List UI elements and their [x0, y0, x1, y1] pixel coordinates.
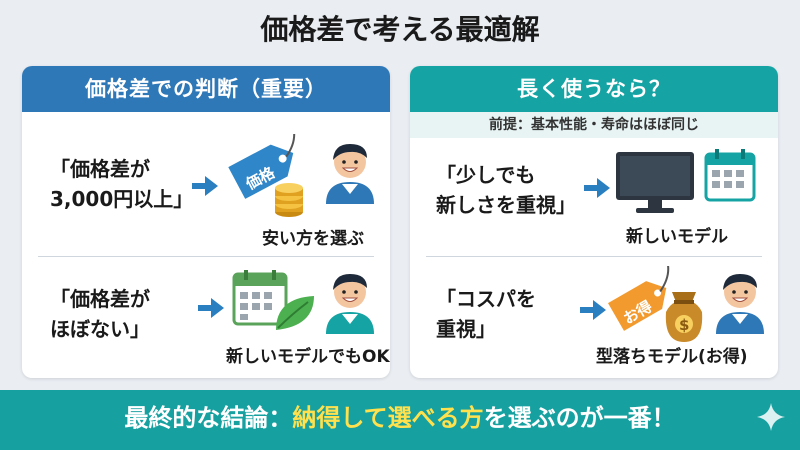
sparkle-icon: [757, 403, 785, 431]
quote-line: 新しさを重視」: [436, 193, 576, 217]
calendar-leaf-icon: [232, 270, 314, 330]
divider: [426, 256, 762, 257]
case-newness: 「少しでも 新しさを重視」 新しいモデル: [410, 138, 778, 250]
long-use-heading: 長く使うなら？: [410, 66, 778, 112]
quote-line: 「コスパを: [436, 287, 536, 311]
case-big-diff: 「価格差が 3,000円以上」 価格: [22, 112, 390, 250]
quote-line: 「価格差が: [50, 157, 150, 181]
quote-cost-performance: 「コスパを 重視」: [436, 284, 536, 344]
divider: [38, 256, 374, 257]
dollar-symbol: $: [679, 316, 689, 334]
quote-line: 「価格差が: [50, 287, 150, 311]
quote-big-diff: 「価格差が 3,000円以上」: [50, 154, 193, 214]
person-avatar-icon: [326, 144, 374, 204]
quote-no-diff: 「価格差が ほぼない」: [50, 284, 150, 344]
deal-tag-money-bag-icon: お得 $: [608, 266, 703, 342]
quote-newness: 「少しでも 新しさを重視」: [436, 160, 576, 220]
quote-line: 重視」: [436, 317, 496, 341]
conclusion-bar: 最終的な結論：納得して選べる方を選ぶのが一番！: [0, 390, 800, 450]
premise-note: 前提：基本性能・寿命はほぼ同じ: [410, 112, 778, 138]
case-no-diff: 「価格差が ほぼない」: [22, 258, 390, 378]
caption-choose-cheaper: 安い方を選ぶ: [262, 229, 364, 249]
arrow-right-icon: [580, 300, 606, 320]
caption-older-model-deal: 型落ちモデル(お得): [596, 347, 748, 367]
case-cost-performance: 「コスパを 重視」 お得 $: [410, 258, 778, 378]
price-diff-heading: 価格差での判断（重要）: [22, 66, 390, 112]
caption-new-model: 新しいモデル: [626, 227, 728, 247]
price-tag-coins-icon: 価格: [228, 134, 303, 217]
caption-new-model-ok: 新しいモデルでもOK: [226, 347, 390, 367]
long-use-panel: 長く使うなら？ 前提：基本性能・寿命はほぼ同じ 「少しでも 新しさを重視」: [410, 66, 778, 378]
quote-line: 「少しでも: [436, 163, 536, 187]
monitor-icon: [616, 152, 694, 213]
conclusion-highlight: 納得して選べる方: [292, 404, 484, 432]
conclusion-suffix: を選ぶのが一番！: [483, 404, 676, 432]
arrow-right-icon: [584, 178, 610, 198]
arrow-right-icon: [198, 298, 224, 318]
conclusion-prefix: 最終的な結論：: [124, 404, 293, 432]
arrow-right-icon: [192, 176, 218, 196]
person-avatar-icon: [326, 274, 374, 334]
quote-line: ほぼない」: [50, 317, 150, 341]
quote-line: 3,000円以上」: [50, 187, 194, 211]
price-diff-panel: 価格差での判断（重要） 「価格差が 3,000円以上」 価格: [22, 66, 390, 378]
calendar-icon: [704, 149, 756, 202]
page-title: 価格差で考える最適解: [260, 13, 540, 46]
person-avatar-icon: [716, 274, 764, 334]
